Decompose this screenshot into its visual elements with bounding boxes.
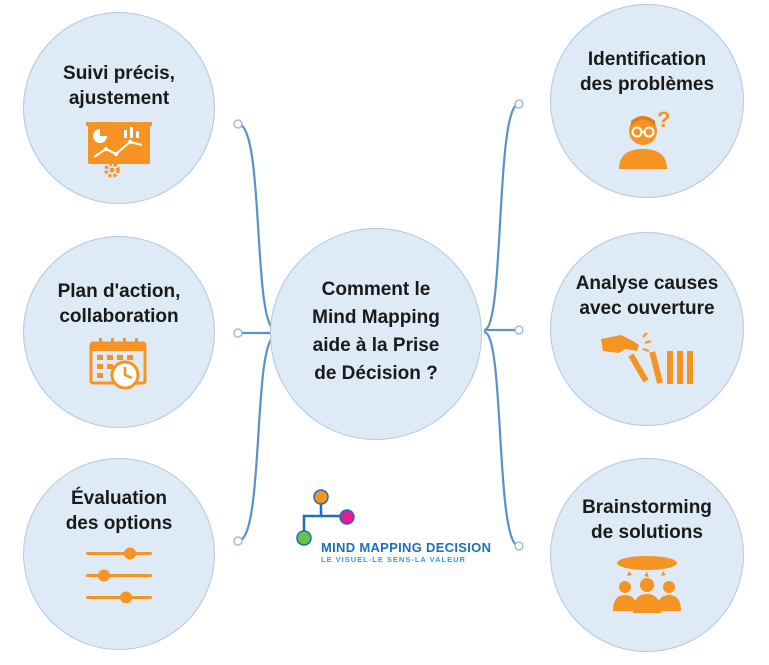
node-suivi: Suivi précis, ajustement <box>23 12 215 204</box>
logo-tagline: LE VISUEL-LE SENS-LA VALEUR <box>321 555 466 564</box>
connector-knob <box>514 541 524 551</box>
logo-title: MIND MAPPING DECISION <box>321 540 492 555</box>
node-analyse: Analyse causes avec ouverture <box>550 232 744 426</box>
node-evaluation: Évaluation des options <box>23 458 215 650</box>
node-brainstorming: Brainstorming de solutions <box>550 458 744 652</box>
connector-identification <box>483 102 520 332</box>
connector-knob <box>233 328 243 338</box>
connector-knob <box>233 536 243 546</box>
center-topic-label: Comment le Mind Mapping aide à la Prise … <box>312 279 440 384</box>
node-suivi-label: Suivi précis, ajustement <box>63 63 175 109</box>
connector-knob <box>514 325 524 335</box>
domino-push-icon <box>601 332 693 384</box>
connector-evaluation <box>237 334 277 543</box>
calendar-clock-icon <box>89 338 147 390</box>
center-topic: Comment le Mind Mapping aide à la Prise … <box>270 228 482 440</box>
brand-logo: MIND MAPPING DECISION LE VISUEL-LE SENS-… <box>290 486 500 566</box>
node-brainstorming-label: Brainstorming de solutions <box>582 497 712 543</box>
node-analyse-label: Analyse causes avec ouverture <box>575 273 719 319</box>
node-evaluation-label: Évaluation des options <box>65 488 173 534</box>
connector-knob <box>233 119 243 129</box>
mind-map-logo-icon <box>296 489 355 546</box>
node-identification-label: Identification des problèmes <box>579 49 715 95</box>
dashboard-chart-icon <box>86 122 152 178</box>
node-identification: Identification des problèmes ? <box>550 4 744 198</box>
sliders-icon <box>86 547 152 603</box>
thinking-person-icon: ? <box>619 107 670 169</box>
node-plan: Plan d'action, collaboration <box>23 236 215 428</box>
svg-text:?: ? <box>657 107 670 132</box>
connector-suivi <box>237 122 277 332</box>
connector-knob <box>514 99 524 109</box>
node-plan-label: Plan d'action, collaboration <box>57 281 181 327</box>
team-brainstorm-icon <box>613 556 681 613</box>
connector-brainstorming <box>483 330 520 548</box>
